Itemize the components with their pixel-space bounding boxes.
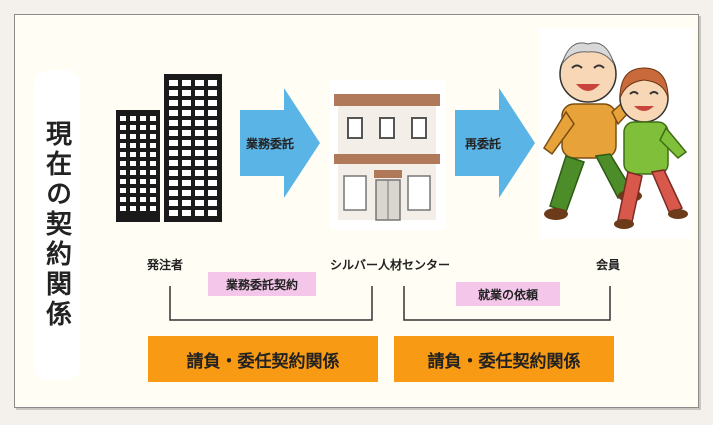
page-title: 現在の契約関係 xyxy=(41,120,72,330)
member-label: 会員 xyxy=(596,258,621,272)
outsource-arrow-label: 業務委託 xyxy=(245,136,294,151)
elderly-members-illustration xyxy=(540,28,692,238)
silver-center-label: シルバー人材センター xyxy=(330,258,451,272)
right-bracket xyxy=(403,286,611,321)
left-bracket xyxy=(169,286,373,321)
office-buildings-icon xyxy=(116,74,222,222)
resubcontract-arrow-label: 再委託 xyxy=(465,136,501,151)
business-contract-badge: 業務委託契約 xyxy=(208,272,316,296)
right-relation-box: 請負・委任契約関係 xyxy=(394,336,614,382)
vertical-title-box: 現在の契約関係 xyxy=(34,70,80,380)
left-relation-box: 請負・委任契約関係 xyxy=(148,336,378,382)
resubcontract-arrow: 再委託 xyxy=(455,88,535,198)
job-request-badge: 就業の依頼 xyxy=(456,282,560,306)
silver-center-building-icon xyxy=(330,80,445,230)
outsource-arrow: 業務委託 xyxy=(240,88,320,198)
client-label: 発注者 xyxy=(147,258,184,272)
